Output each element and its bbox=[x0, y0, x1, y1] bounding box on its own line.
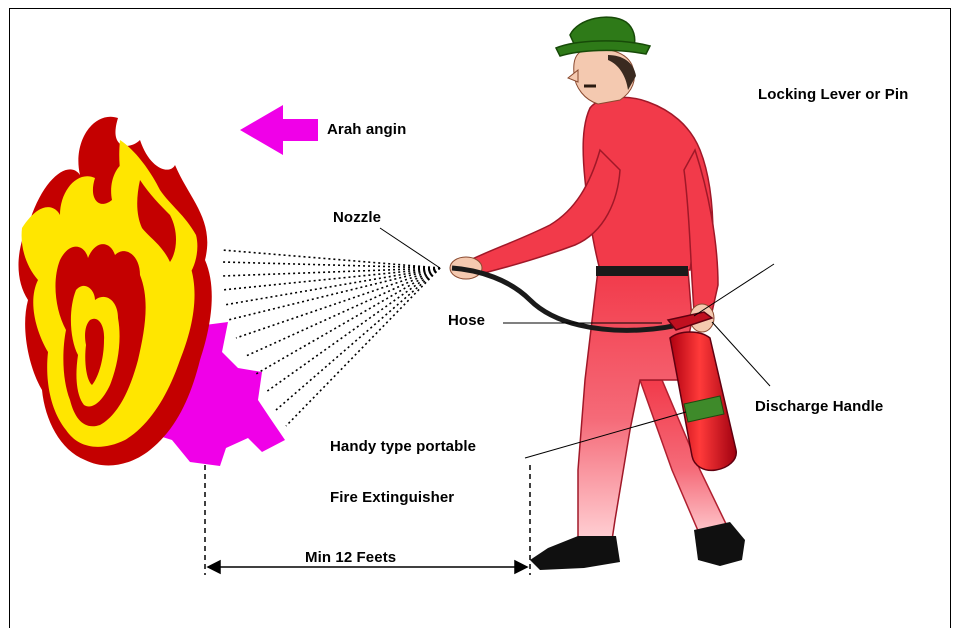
nozzle-label: Nozzle bbox=[333, 209, 381, 226]
wind-direction-arrow bbox=[240, 105, 318, 155]
firefighter bbox=[450, 17, 745, 570]
hose-label: Hose bbox=[448, 312, 485, 329]
distance-label: Min 12 Feets bbox=[305, 549, 396, 566]
extinguisher-label-line1: Handy type portable bbox=[330, 438, 476, 455]
locking-lever-label: Locking Lever or Pin bbox=[758, 86, 908, 103]
discharge-handle-label: Discharge Handle bbox=[755, 398, 883, 415]
hat-icon bbox=[556, 17, 650, 56]
left-boot bbox=[530, 536, 620, 570]
extinguisher-label-line2: Fire Extinguisher bbox=[330, 489, 454, 506]
right-boot bbox=[694, 522, 745, 566]
wind-direction-label: Arah angin bbox=[327, 121, 406, 138]
belt bbox=[596, 266, 688, 276]
